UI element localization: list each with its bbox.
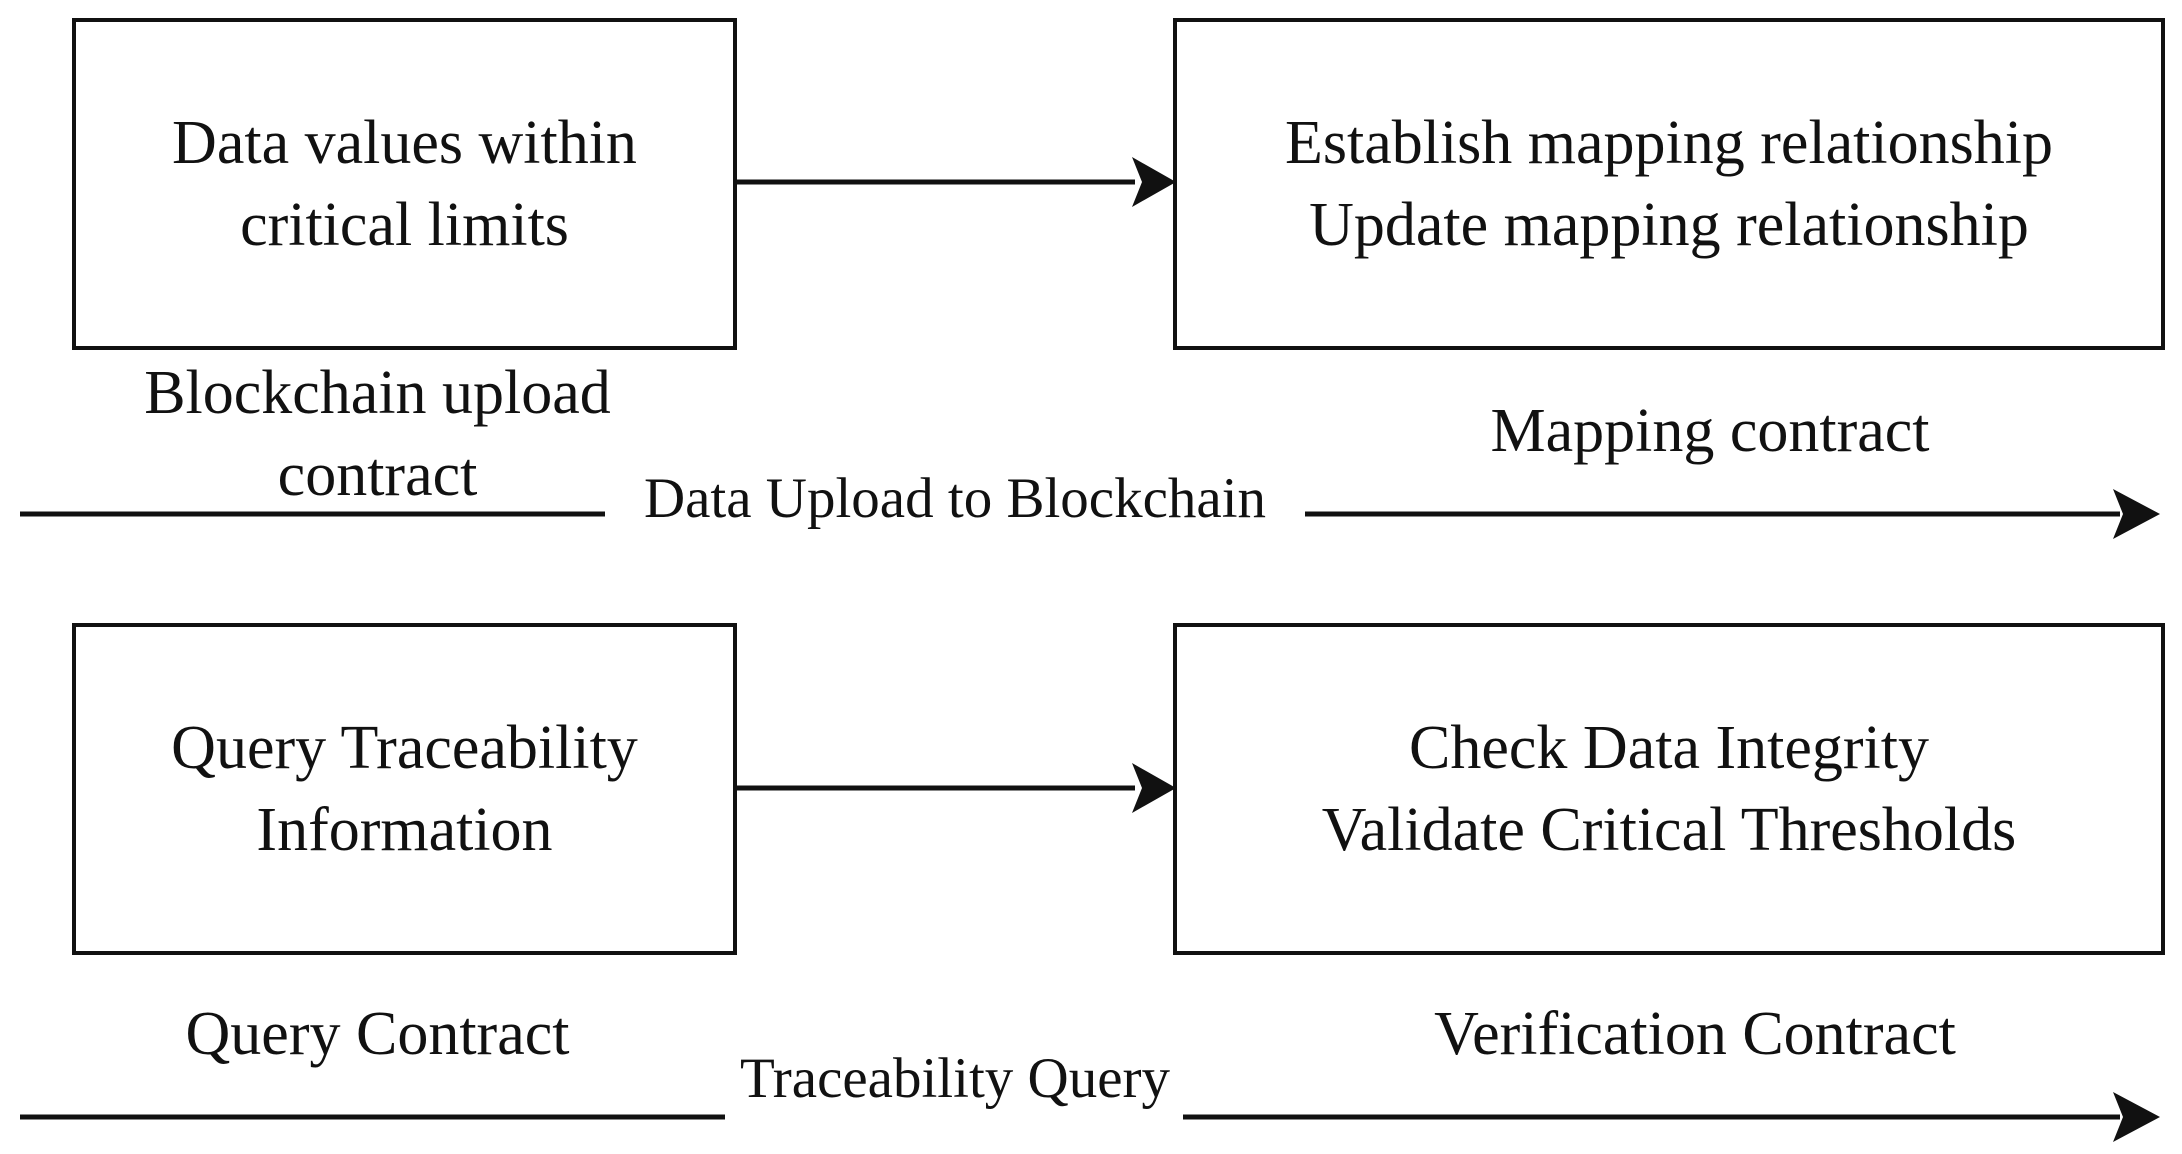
mapping-line1: Establish mapping relationship [1284,109,2053,177]
data-values-line1: Data values within [172,109,637,177]
data-values-box: Data values within critical limits [72,18,737,350]
query-contract-label: Query Contract [185,1000,570,1068]
data-upload-flow-label: Data Upload to Blockchain [643,467,1267,530]
blockchain-upload-line2: contract [277,441,478,509]
bottom-box-arrow [735,763,1176,813]
mapping-contract-label: Mapping contract [1490,397,1930,465]
check-data-integrity-box: Check Data Integrity Validate Critical T… [1173,623,2165,955]
bottom-flow-arrow [20,1092,2160,1142]
check-integrity-line2: Validate Critical Thresholds [1321,796,2017,864]
blockchain-upload-contract-label: Blockchain upload contract [70,352,685,516]
data-values-line2: critical limits [240,191,569,259]
query-traceability-line1: Query Traceability [171,714,638,782]
verification-contract-label: Verification Contract [1434,1000,1956,1068]
mapping-line2: Update mapping relationship [1309,191,2029,259]
traceability-query-flow-label: Traceability Query [739,1047,1171,1110]
query-traceability-box: Query Traceability Information [72,623,737,955]
query-traceability-line2: Information [256,796,553,864]
mapping-relationship-box: Establish mapping relationship Update ma… [1173,18,2165,350]
check-integrity-line1: Check Data Integrity [1409,714,1929,782]
top-flow-arrow [20,489,2160,539]
top-box-arrow [735,157,1176,207]
blockchain-upload-line1: Blockchain upload [144,359,611,427]
